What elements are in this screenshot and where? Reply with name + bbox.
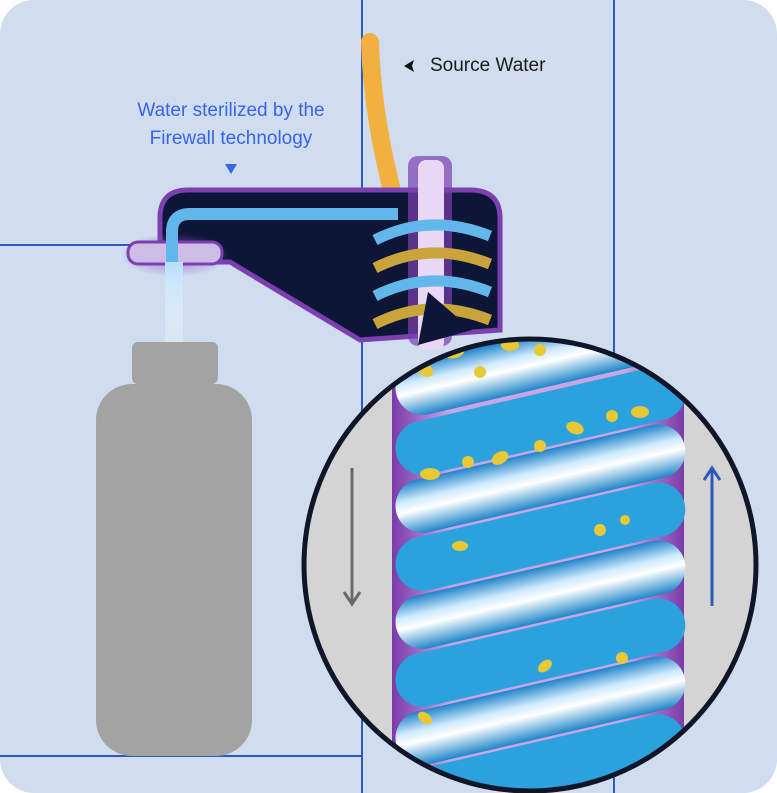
magnified-view: [304, 339, 756, 791]
magnifier-pointer: [418, 292, 472, 345]
sterilized-water-label: Water sterilized by the Firewall technol…: [108, 97, 354, 153]
arrow-left-icon: [404, 60, 414, 72]
clean-water-pipe: [166, 208, 398, 262]
coil-tubes: [395, 339, 686, 791]
arrow-down-icon: [225, 164, 237, 174]
sterilized-label-line-1: Water sterilized by the: [137, 100, 325, 121]
bacteria-cluster: [416, 339, 649, 725]
source-water-label: Source Water: [430, 55, 546, 76]
long-arrow-up-icon: [702, 465, 722, 606]
magnifier-ring: [301, 336, 759, 793]
long-arrow-down-icon: [342, 468, 362, 607]
water-bottle: [96, 342, 252, 756]
sterilized-label-line-2: Firewall technology: [149, 128, 313, 149]
water-stream: [165, 262, 183, 342]
